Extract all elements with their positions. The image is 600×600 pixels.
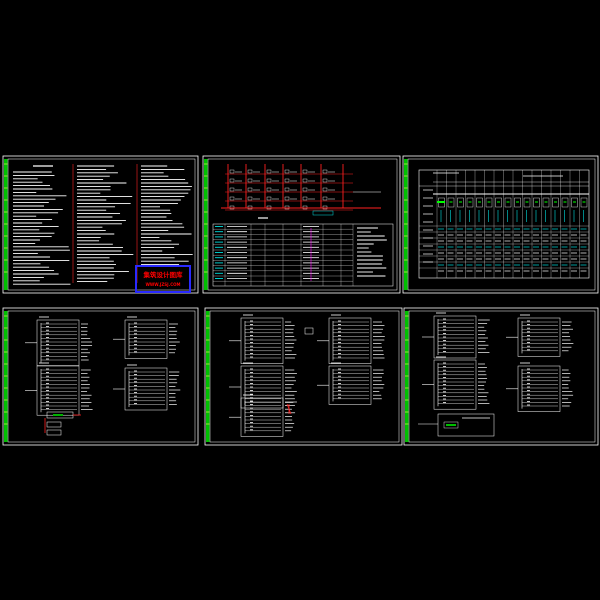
riser-box [229, 196, 235, 201]
breaker-symbol [533, 197, 540, 208]
breaker-symbol [504, 197, 512, 208]
panel-schedule [422, 356, 490, 410]
sheet-border [202, 155, 401, 294]
riser-box [247, 187, 253, 192]
riser-box [322, 196, 328, 201]
sheet-border [204, 307, 403, 446]
earth-box [46, 421, 62, 428]
riser-box [229, 178, 235, 183]
title-strip [405, 311, 409, 442]
panel-schedule [229, 314, 297, 364]
riser-box [302, 196, 308, 201]
panel-schedule [506, 314, 574, 357]
title-strip [4, 159, 8, 290]
title-strip [204, 159, 208, 290]
panel-schedule-sheet-3 [403, 307, 599, 446]
breaker-symbol [466, 197, 474, 208]
stamp-fill [139, 269, 187, 289]
panel-schedule-sheet-2 [204, 307, 403, 446]
panel-schedule [317, 362, 385, 405]
sheet-border [402, 155, 599, 294]
riser-label-box [312, 210, 334, 216]
distribution-table [418, 169, 590, 279]
breaker-symbol [580, 197, 588, 208]
meter-box [443, 421, 459, 429]
riser-box [284, 196, 290, 201]
sheet-inner-border [7, 158, 196, 291]
panel-schedule [422, 312, 490, 359]
breaker-symbol [514, 197, 521, 208]
riser-box [266, 169, 272, 174]
stamp-url: WWW.JZSJ.COM [145, 282, 180, 287]
panel-schedule [25, 362, 93, 416]
stamp-border [135, 265, 191, 293]
riser-box [302, 187, 308, 192]
breaker-symbol [457, 197, 464, 208]
sheet-border [403, 307, 599, 446]
panel-schedule [317, 314, 385, 364]
sheets-layer: 集筑设计图库 WWW.JZSJ.COM [2, 155, 599, 446]
sheet-inner-border [408, 310, 596, 443]
meter-panel [437, 413, 495, 437]
panel-schedule [506, 362, 574, 412]
riser-box [266, 187, 272, 192]
riser-box [322, 187, 328, 192]
breaker-symbol [561, 197, 569, 208]
sheet-inner-border [7, 310, 196, 443]
title-strip [206, 311, 210, 442]
watermark-stamp: 集筑设计图库 WWW.JZSJ.COM [135, 265, 191, 293]
breaker-symbol [495, 197, 502, 208]
riser-box [229, 169, 235, 174]
earth-box [46, 429, 62, 436]
riser-box [247, 169, 253, 174]
riser-box [247, 178, 253, 183]
riser-box [247, 196, 253, 201]
riser-box [284, 187, 290, 192]
panel-schedule [25, 316, 93, 366]
riser-box [266, 178, 272, 183]
title-strip [4, 311, 8, 442]
riser-box [302, 169, 308, 174]
riser-box [322, 169, 328, 174]
sheet-inner-border [207, 158, 398, 291]
design-notes-sheet: 集筑设计图库 WWW.JZSJ.COM [2, 155, 199, 294]
riser-box [322, 178, 328, 183]
title-strip [404, 159, 408, 290]
legend-table [212, 223, 394, 287]
panel-schedule [229, 394, 297, 437]
breaker-symbol [485, 197, 493, 208]
riser-box [284, 178, 290, 183]
breaker-symbol [552, 197, 559, 208]
breaker-symbol [447, 197, 455, 208]
panel-schedule-sheet-1 [2, 307, 199, 446]
sheet-inner-border [407, 158, 596, 291]
sheet-border [2, 155, 199, 294]
riser-diagram-sheet [202, 155, 401, 294]
stamp-title: 集筑设计图库 [143, 270, 184, 279]
junction-box [304, 327, 314, 335]
panel-schedule [113, 316, 180, 359]
breaker-symbol [476, 197, 483, 208]
breaker-symbol [523, 197, 531, 208]
sheet-border [2, 307, 199, 446]
riser-box [284, 169, 290, 174]
riser-box [229, 187, 235, 192]
riser-box [266, 196, 272, 201]
distribution-table-sheet [402, 155, 599, 294]
sheet-inner-border [209, 310, 400, 443]
breaker-symbol [542, 197, 550, 208]
panel-schedule [113, 364, 181, 411]
breaker-symbol [571, 197, 578, 208]
riser-box [302, 178, 308, 183]
